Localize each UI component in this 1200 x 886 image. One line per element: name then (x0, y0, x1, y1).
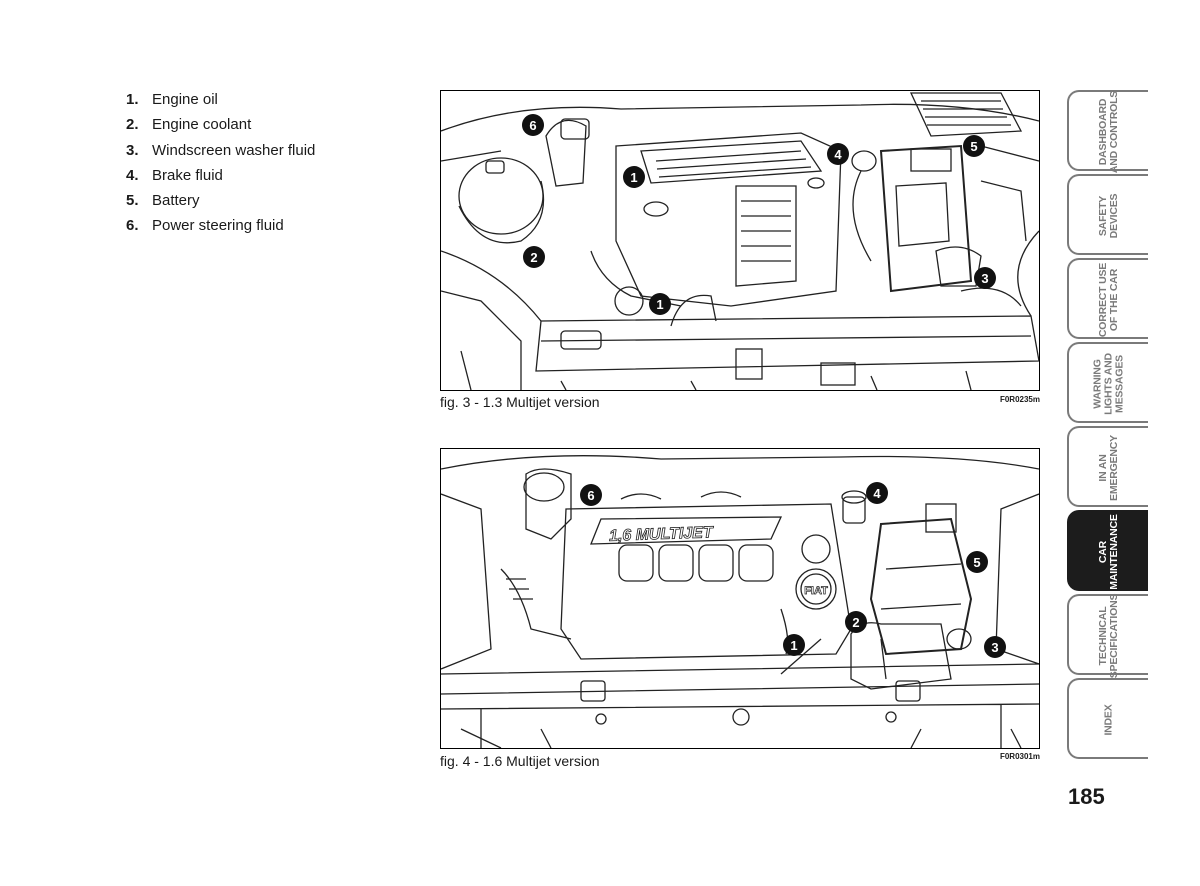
tab-label: SAFETY DEVICES (1097, 193, 1120, 239)
marker-badges: 6 4 5 2 1 3 (580, 482, 1006, 658)
marker-label: 1 (656, 297, 663, 312)
engine-bay-1-3-drawing: 6 4 5 1 2 1 3 (441, 92, 1039, 390)
engine-bay-figure-1-6: 1,6 MULTIJET FIAT 6 4 5 2 1 3 (440, 448, 1040, 749)
legend-number: 2. (126, 116, 139, 134)
legend-item: 6. Power steering fluid (126, 216, 315, 241)
legend-label: Brake fluid (152, 166, 223, 184)
legend-label: Windscreen washer fluid (152, 141, 316, 159)
tab-in-an-emergency[interactable]: IN AN EMERGENCY (1067, 426, 1148, 507)
legend-number: 4. (126, 166, 139, 184)
marker-label: 3 (991, 640, 998, 655)
marker-label: 2 (852, 615, 859, 630)
legend-number: 5. (126, 192, 139, 210)
tab-label: WARNING LIGHTS AND MESSAGES (1091, 353, 1126, 415)
marker-label: 3 (981, 271, 988, 286)
fiat-logo-text: FIAT (804, 585, 828, 597)
section-tabs: DASHBOARD AND CONTROLS SAFETY DEVICES CO… (1067, 90, 1148, 762)
tab-label: IN AN EMERGENCY (1097, 435, 1120, 501)
tab-label: DASHBOARD AND CONTROLS (1097, 90, 1120, 174)
marker-label: 1 (790, 638, 797, 653)
marker-label: 6 (529, 118, 536, 133)
figure-code: F0R0301m (999, 752, 1040, 761)
marker-badges: 6 4 5 1 2 1 3 (522, 114, 996, 315)
marker-label: 1 (630, 170, 637, 185)
tab-warning-lights-and-messages[interactable]: WARNING LIGHTS AND MESSAGES (1067, 342, 1148, 423)
figure-caption: fig. 3 - 1.3 Multijet version (440, 394, 600, 410)
fluid-legend: 1. Engine oil 2. Engine coolant 3. Windscre… (126, 90, 315, 242)
figure-code: F0R0235m (999, 395, 1040, 404)
legend-number: 3. (126, 141, 139, 159)
legend-number: 1. (126, 91, 139, 108)
tab-technical-specifications[interactable]: TECHNICAL SPECIFICATIONS (1067, 594, 1148, 678)
tab-dashboard-and-controls[interactable]: DASHBOARD AND CONTROLS (1067, 90, 1148, 174)
tab-label: CAR MAINTENANCE (1097, 514, 1120, 590)
tab-correct-use-of-the-car[interactable]: CORRECT USE OF THE CAR (1067, 258, 1148, 339)
legend-item: 2. Engine coolant (126, 115, 315, 140)
tab-label: TECHNICAL SPECIFICATIONS (1097, 593, 1120, 679)
legend-label: Power steering fluid (152, 217, 284, 235)
tab-label: CORRECT USE OF THE CAR (1097, 262, 1120, 338)
marker-label: 5 (973, 555, 980, 570)
legend-item: 5. Battery (126, 191, 315, 216)
page-number: 185 (1068, 784, 1105, 809)
legend-label: Engine oil (152, 91, 218, 108)
marker-label: 4 (873, 486, 881, 501)
legend-number: 6. (126, 217, 139, 235)
legend-item: 3. Windscreen washer fluid (126, 141, 315, 166)
engine-bay-figure-1-3: 6 4 5 1 2 1 3 (440, 90, 1040, 391)
figure-caption: fig. 4 - 1.6 Multijet version (440, 753, 600, 769)
engine-bay-1-6-drawing: 1,6 MULTIJET FIAT 6 4 5 2 1 3 (441, 455, 1039, 748)
legend-item: 4. Brake fluid (126, 166, 315, 191)
tab-index[interactable]: INDEX (1067, 678, 1148, 759)
legend-label: Battery (152, 192, 200, 210)
marker-label: 2 (530, 250, 537, 265)
legend-item: 1. Engine oil (126, 90, 315, 115)
marker-label: 5 (970, 139, 977, 154)
legend-label: Engine coolant (152, 116, 252, 134)
tab-safety-devices[interactable]: SAFETY DEVICES (1067, 174, 1148, 255)
marker-label: 4 (834, 147, 842, 162)
tab-label: INDEX (1102, 704, 1115, 736)
marker-label: 6 (587, 488, 594, 503)
engine-cover-text: 1,6 MULTIJET (609, 524, 714, 545)
tab-car-maintenance[interactable]: CAR MAINTENANCE (1067, 510, 1148, 591)
